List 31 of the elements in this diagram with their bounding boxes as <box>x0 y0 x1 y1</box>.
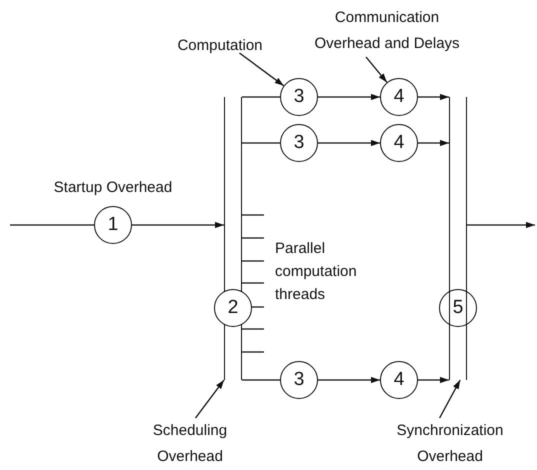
numbered-circle: 3 <box>280 361 318 399</box>
callout-text: Computation <box>176 36 264 56</box>
numbered-circle: 4 <box>380 361 418 399</box>
callout-text: Scheduling Overhead <box>152 421 228 467</box>
leader-line <box>239 52 284 86</box>
connector-line <box>242 379 280 381</box>
numbered-circle: 4 <box>380 124 418 162</box>
arrow <box>318 140 380 146</box>
numbered-circle: 4 <box>380 78 418 116</box>
numbered-circle: 3 <box>280 124 318 162</box>
arrow <box>418 140 449 146</box>
callout-text: Synchronization Overhead <box>396 421 504 467</box>
arrow <box>318 376 380 384</box>
arrow <box>418 376 449 384</box>
numbered-circle: 3 <box>280 78 318 116</box>
numbered-circle: 2 <box>214 289 252 327</box>
leader-line <box>439 380 461 418</box>
connector-line <box>242 96 280 98</box>
callout-text: Communication Overhead and Delays <box>313 8 461 54</box>
leader-line <box>366 56 388 83</box>
overhead-label: Startup Overhead <box>54 179 172 196</box>
connector-line <box>242 142 280 144</box>
arrow <box>467 222 535 228</box>
numbered-circle: 5 <box>439 289 477 327</box>
thread-label: Parallel computation threads <box>275 239 358 305</box>
arrow <box>418 94 449 100</box>
barrier-bar <box>449 97 467 380</box>
connector-line <box>10 224 94 226</box>
arrow <box>318 94 380 100</box>
leader-line <box>194 380 225 418</box>
arrow <box>132 222 224 228</box>
